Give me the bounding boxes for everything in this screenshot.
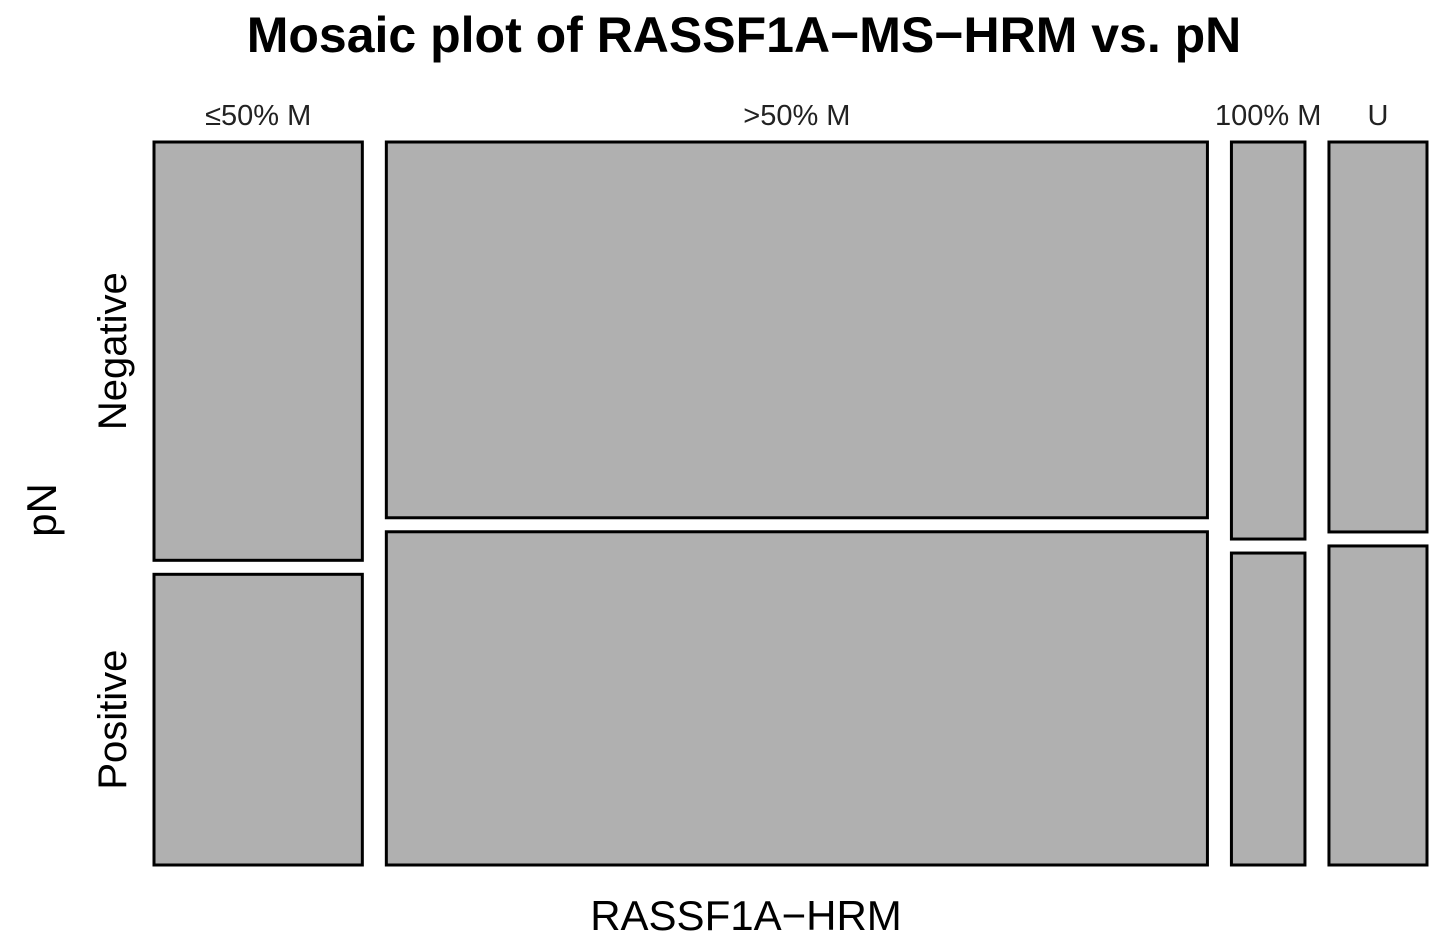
- row-label-positive: Positive: [91, 650, 135, 790]
- chart-title: Mosaic plot of RASSF1A−MS−HRM vs. pN: [247, 7, 1242, 63]
- x-axis-label: RASSF1A−HRM: [590, 892, 902, 939]
- tile-u-positive: [1327, 544, 1429, 867]
- row-label-negative: Negative: [91, 272, 135, 430]
- tile-100pct-m-positive: [1229, 551, 1307, 867]
- tile-le50pct-m-positive: [152, 572, 364, 867]
- column-labels: ≤50% M >50% M 100% M U: [205, 100, 1388, 132]
- tile-100pct-m-negative: [1229, 140, 1307, 541]
- tile-gt50pct-m-negative: [384, 140, 1209, 520]
- column-label-le50pct-m: ≤50% M: [205, 100, 311, 132]
- column-label-100pct-m: 100% M: [1215, 100, 1321, 132]
- y-axis-label: pN: [18, 483, 65, 537]
- tile-gt50pct-m-positive: [384, 530, 1209, 867]
- column-label-u: U: [1368, 100, 1389, 132]
- tile-u-negative: [1327, 140, 1429, 534]
- tile-le50pct-m-negative: [152, 140, 364, 562]
- tiles-layer: [152, 140, 1429, 867]
- column-label-gt50pct-m: >50% M: [743, 100, 850, 132]
